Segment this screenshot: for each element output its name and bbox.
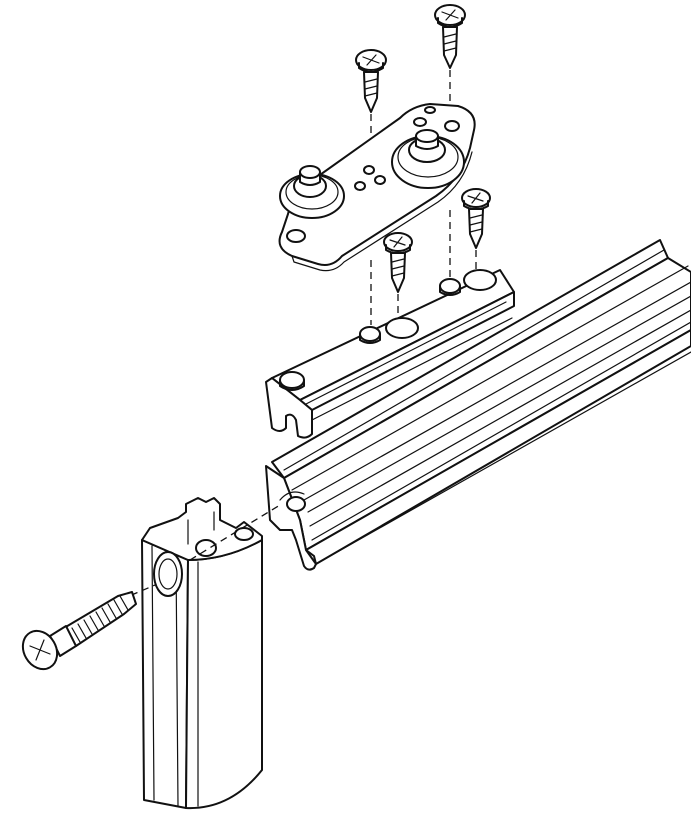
guide-line — [189, 504, 281, 561]
screw-mid-right — [461, 188, 491, 249]
mounting-bracket — [265, 269, 515, 439]
screw-mid-left — [383, 232, 413, 293]
aluminium-rail — [265, 239, 691, 571]
roller-carriage — [278, 103, 476, 272]
end-cap-profile — [141, 497, 263, 810]
screw-top-right — [434, 4, 466, 69]
screw-top-left — [355, 49, 387, 113]
end-screw — [21, 591, 137, 671]
